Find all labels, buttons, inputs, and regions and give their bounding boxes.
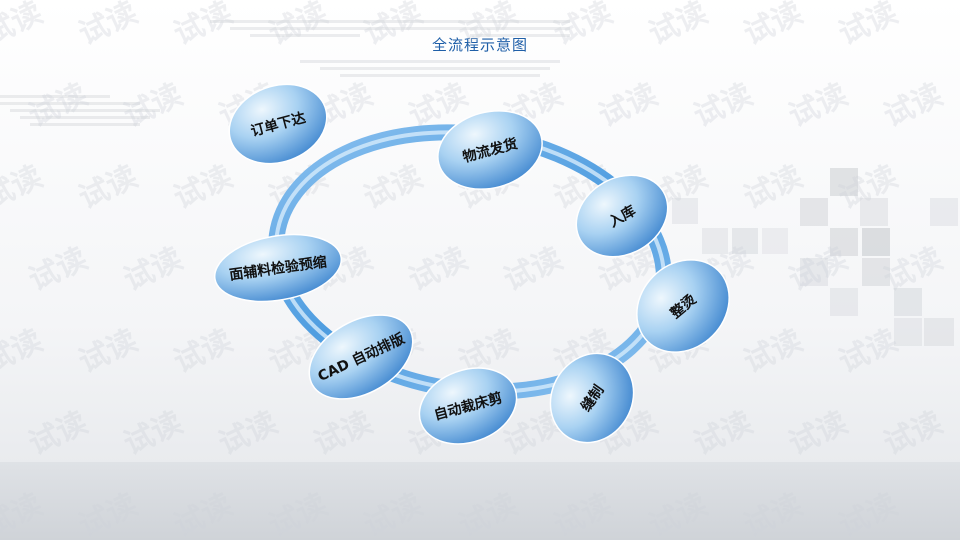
watermark-text: 试读 [834, 487, 903, 540]
watermark-text: 试读 [119, 405, 188, 462]
process-node-bubble [636, 259, 730, 353]
watermark-text: 试读 [169, 0, 238, 52]
watermark-text: 试读 [499, 241, 568, 298]
watermark-text: 试读 [74, 0, 143, 52]
watermark-text: 试读 [74, 159, 143, 216]
process-node-bubble [575, 174, 669, 258]
process-node-bubble [549, 352, 635, 444]
watermark-text: 试读 [74, 323, 143, 380]
process-node: 整烫 [636, 259, 730, 353]
watermark-text: 试读 [74, 487, 143, 540]
watermark-text: 试读 [739, 0, 808, 52]
world-map-decoration [0, 20, 570, 126]
watermark-text: 试读 [454, 0, 523, 52]
watermark-text: 试读 [24, 241, 93, 298]
watermark-text: 试读 [119, 77, 188, 134]
watermark-text: 试读 [739, 487, 808, 540]
watermark-text: 试读 [834, 323, 903, 380]
floor-perspective [0, 462, 960, 540]
watermark-text: 试读 [214, 405, 283, 462]
process-node: 缝制 [549, 352, 635, 444]
process-node-bubble [308, 314, 414, 400]
watermark-text: 试读 [879, 77, 948, 134]
watermark-text: 试读 [644, 487, 713, 540]
watermark-text: 试读 [689, 405, 758, 462]
watermark-text: 试读 [404, 241, 473, 298]
watermark-text: 试读 [454, 487, 523, 540]
watermark-text: 试读 [689, 77, 758, 134]
process-node: 自动裁床剪 [418, 367, 518, 445]
watermark-text: 试读 [359, 0, 428, 52]
watermark-text: 试读 [0, 323, 48, 380]
watermark-text: 试读 [834, 0, 903, 52]
watermark-text: 试读 [119, 241, 188, 298]
watermark-text: 试读 [0, 159, 48, 216]
watermark-text: 试读 [549, 487, 618, 540]
watermark-text: 试读 [0, 0, 48, 52]
watermark-text: 试读 [784, 77, 853, 134]
watermark-text: 试读 [359, 487, 428, 540]
process-node: 面辅料检验预缩 [213, 233, 343, 303]
watermark-text: 试读 [24, 405, 93, 462]
watermark-text: 试读 [739, 323, 808, 380]
watermark-text: 试读 [879, 405, 948, 462]
watermark-text: 试读 [264, 0, 333, 52]
watermark-text: 试读 [169, 159, 238, 216]
watermark-text: 试读 [309, 405, 378, 462]
process-node: 入库 [575, 174, 669, 258]
grid-squares-decoration [672, 168, 958, 346]
process-node-bubble [418, 367, 518, 445]
watermark-text: 试读 [0, 487, 48, 540]
watermark-text: 试读 [169, 487, 238, 540]
watermark-text: 试读 [644, 0, 713, 52]
process-node-bubble [213, 233, 343, 303]
process-node-bubble [437, 110, 543, 190]
watermark-text: 试读 [784, 405, 853, 462]
watermark-text: 试读 [264, 487, 333, 540]
watermark-text: 试读 [594, 77, 663, 134]
watermark-text: 试读 [739, 159, 808, 216]
process-node: CAD 自动排版 [308, 314, 414, 400]
watermark-text: 试读 [359, 159, 428, 216]
diagram-title: 全流程示意图 [431, 36, 528, 54]
watermark-text: 试读 [169, 323, 238, 380]
process-node: 物流发货 [437, 110, 543, 190]
process-node-bubble [228, 83, 328, 165]
process-node: 订单下达 [228, 83, 328, 165]
watermark-text: 试读 [549, 0, 618, 52]
